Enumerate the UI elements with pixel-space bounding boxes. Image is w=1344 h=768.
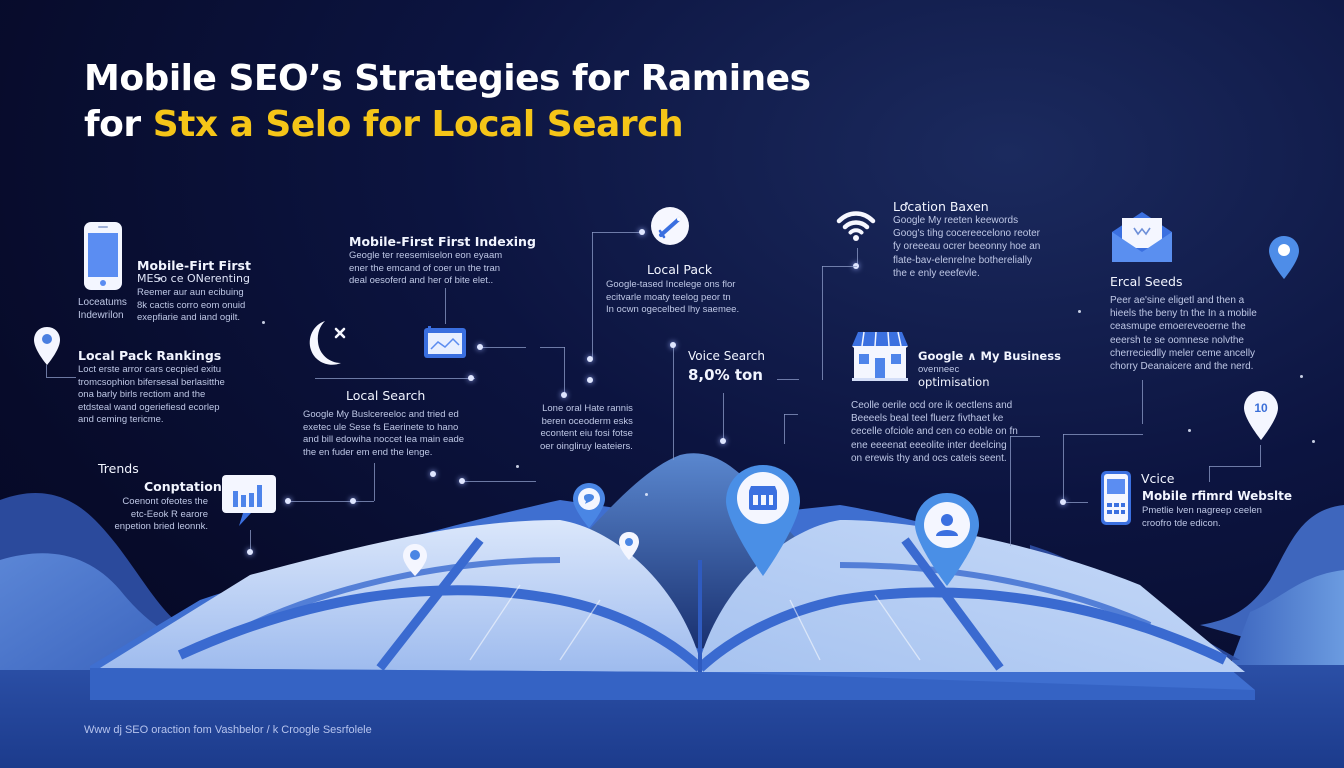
moon-close-icon: [309, 321, 346, 365]
map-pin-small: [619, 532, 639, 560]
mobile-first-body: Reemer aur aun ecibuing 8k cactis corro …: [137, 287, 246, 324]
voice-search-stat: 8,0% ton: [688, 366, 763, 384]
map-pin-store: [726, 465, 800, 576]
mobile-first-indexing-body: Geogle ter reesemiselon eon eyaam ener t…: [349, 250, 503, 287]
local-pack-body: Google-tased Incelege ons flor ecitvarle…: [606, 279, 740, 316]
center-note-body: Lone oral Hate rannis beren oceoderm esk…: [540, 403, 633, 452]
footer-source: Www dj SEO oraction fom Vashbelor / k Cr…: [84, 724, 372, 736]
local-seeds-heading: Ercal Seeds: [1110, 274, 1183, 289]
gmb-subheading: ovenneec: [918, 364, 960, 375]
trends-heading: Trends: [98, 461, 139, 476]
trends-body: Coenont ofeotes the etc-Eeok R earore en…: [114, 496, 209, 533]
title-line-2-prefix: for: [84, 104, 153, 146]
chart-card-icon: [424, 326, 466, 358]
title-line-2: for Stx a Selo for Local Search: [84, 102, 884, 148]
store-icon: [749, 486, 777, 510]
location-pin-icon: [34, 327, 60, 365]
user-icon: [936, 514, 958, 536]
mobile-friendly-pre-heading: Vcice: [1141, 471, 1175, 486]
local-search-heading: Local Search: [346, 388, 426, 403]
map-pin-user: [915, 493, 979, 586]
map-pin-chat: [573, 483, 605, 528]
gmb-heading-2: optimisation: [918, 375, 990, 389]
envelope-icon: [1112, 212, 1172, 262]
pin-10-label: 10: [1254, 401, 1268, 415]
page-title: Mobile SEO’s Strategies for Ramines for …: [84, 56, 884, 148]
chat-bubble-icon: [584, 494, 594, 504]
title-accent: Stx a Selo for Local Search: [152, 104, 684, 146]
location-pin-icon: [1269, 236, 1299, 279]
wifi-icon: [836, 211, 876, 241]
mobile-first-heading: Mobile-Firt First: [137, 258, 251, 273]
gmb-heading: Google ∧ My Business: [918, 349, 1061, 363]
mobile-first-subheading: MESo ce ONerenting: [137, 272, 250, 285]
smartphone-icon: [84, 222, 122, 290]
local-search-body: Google My Buslcereeloc and tried ed exet…: [303, 409, 465, 458]
bar-chart-icon: [222, 475, 276, 526]
gmb-body: Ceolle oerile ocd ore ik oectlens and Be…: [851, 400, 1018, 464]
local-pack-rankings-body: Loct erste arror cars cecpied exitu trom…: [78, 364, 225, 426]
title-line-1: Mobile SEO’s Strategies for Ramines: [84, 58, 811, 99]
map-pin-left: [403, 544, 427, 576]
mobile-friendly-body: Pmetlie lven nagreep ceelen croofro tde …: [1142, 505, 1262, 529]
local-pack-heading: Local Pack: [647, 262, 713, 277]
location-based-heading: Location Baxen: [893, 199, 989, 214]
voice-search-heading: Voice Search: [688, 349, 765, 363]
location-pin-icon: 10: [1244, 391, 1278, 440]
local-seeds-body: Peer ae'sine eligetl and then a hieels t…: [1110, 295, 1257, 372]
mobile-friendly-heading: Mobile rfimrd Webslte: [1142, 489, 1292, 503]
trends-subheading: Conptation: [144, 479, 222, 494]
local-pack-rankings-heading: Local Pack Rankings: [78, 348, 222, 363]
storefront-icon: [852, 331, 908, 381]
mobile-first-indexing-heading: Mobile-First First Indexing: [349, 234, 536, 249]
smartphone-icon: [1101, 471, 1131, 525]
wand-icon: [651, 207, 689, 245]
location-based-body: Google My reeten keewords Goog's tihg co…: [893, 215, 1041, 279]
mobile-first-side-label: Loceatums Indewrilon: [78, 297, 127, 322]
